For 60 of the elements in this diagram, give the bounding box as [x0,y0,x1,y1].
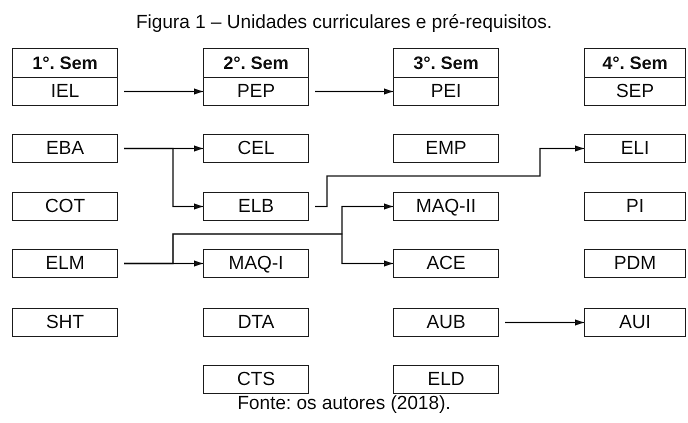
semester-label: 1°. Sem [32,54,98,72]
course-box [12,134,118,163]
course-code: PI [626,197,644,216]
course-box [12,249,118,278]
source-caption: Fonte: os autores (2018). [236,393,452,415]
course-box [584,192,686,221]
course-box [584,249,686,278]
arrow [124,88,203,95]
course-code: CTS [237,370,275,389]
semester-label: 3°. Sem [413,54,479,72]
course-box [584,308,686,337]
course-code: ELM [45,254,85,273]
course-box [203,249,309,278]
course-code: DTA [238,313,274,332]
course-code: SHT [46,313,84,332]
course-box [203,192,309,221]
course-box [393,249,499,278]
course-code: MAQ-II [416,197,476,216]
figure-title: Figura 1 – Unidades curriculares e pré-requisitos. [134,12,554,34]
course-code: AUI [619,313,651,332]
course-box [203,308,309,337]
arrow [124,233,393,267]
semester-header-box [393,48,499,78]
course-code: PEI [430,82,462,101]
course-code: PEP [236,82,276,101]
course-code: MAQ-I [228,254,284,273]
course-box [393,365,499,394]
course-box [584,77,686,106]
arrow [315,145,584,208]
course-code: PDM [614,254,656,273]
course-box [393,134,499,163]
arrow [315,88,393,95]
course-code: ELD [428,370,464,389]
course-box [203,134,309,163]
course-box [203,77,309,106]
course-code: CEL [238,139,274,158]
course-code: ELB [238,197,274,216]
course-box [393,77,499,106]
course-code: EBA [46,139,84,158]
arrow [505,319,584,326]
course-code: IEL [50,82,80,101]
course-code: SEP [616,82,654,101]
semester-label: 4°. Sem [602,54,668,72]
course-box [393,308,499,337]
course-code: AUB [426,313,466,332]
semester-header-box [203,48,309,78]
course-code: ELI [620,139,650,158]
course-code: COT [44,197,86,216]
semester-header-box [584,48,686,78]
course-box [584,134,686,163]
course-box [12,77,118,106]
semester-header-box [12,48,118,78]
arrow [124,148,203,210]
semester-label: 2°. Sem [223,54,289,72]
course-box [393,192,499,221]
course-box [12,308,118,337]
course-code: EMP [425,139,467,158]
course-box [203,365,309,394]
course-box [12,192,118,221]
course-code: ACE [426,254,466,273]
